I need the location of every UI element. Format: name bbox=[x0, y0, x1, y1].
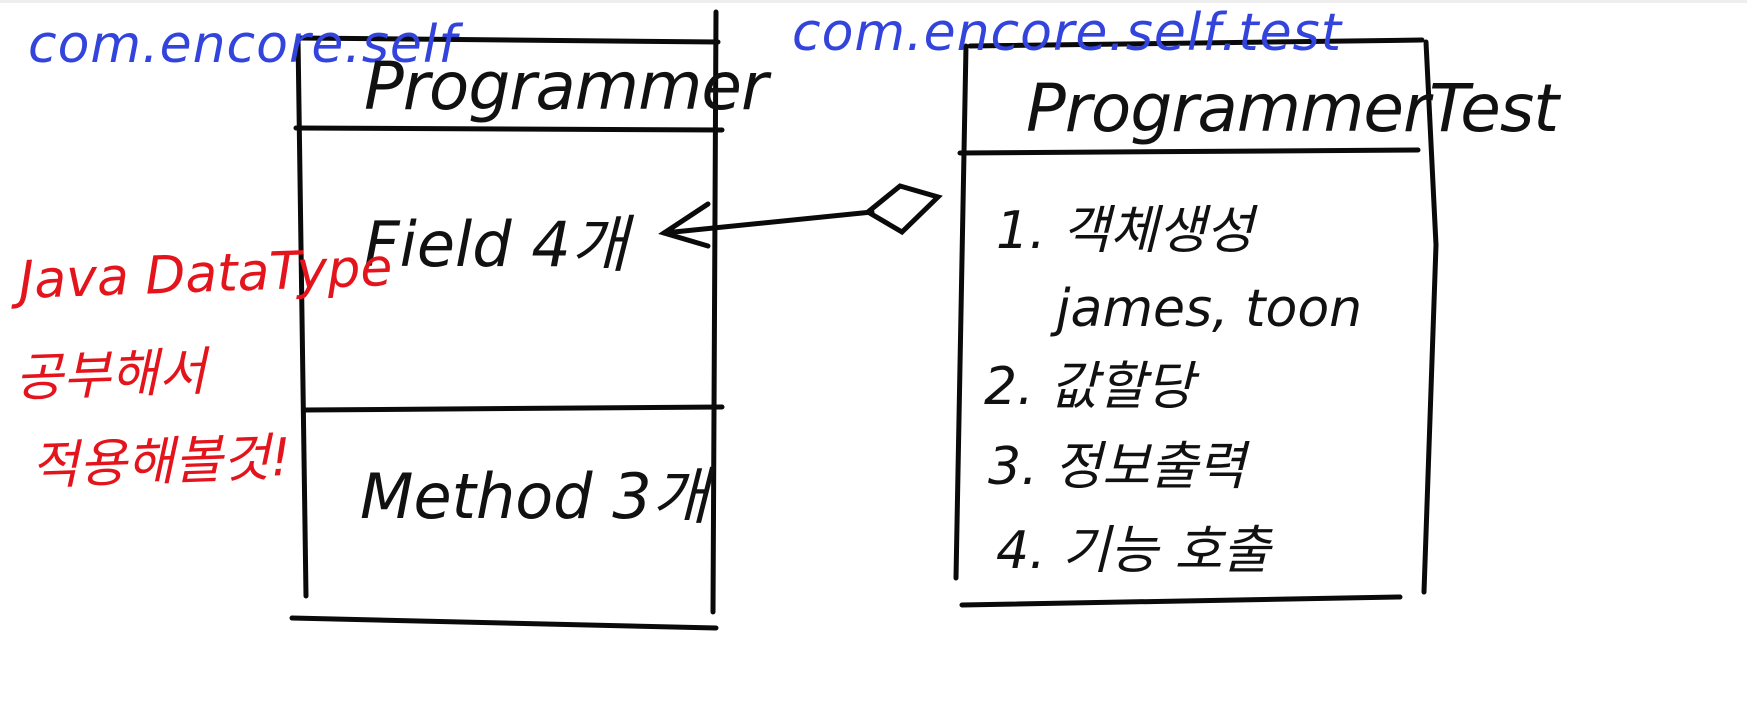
test-title-divider bbox=[957, 147, 1421, 156]
programmer-field-method-divider bbox=[301, 404, 725, 413]
programmer-class-box bbox=[289, 9, 725, 631]
test-box-right-edge bbox=[1421, 39, 1439, 595]
test-step-1: 1. 객체생성 bbox=[996, 201, 1254, 261]
aggregation-diamond bbox=[863, 183, 943, 236]
side-note-line-1: Java DataType bbox=[17, 237, 394, 311]
programmer-test-class-name: ProgrammerTest bbox=[1026, 70, 1559, 147]
arrow-shaft bbox=[661, 209, 875, 236]
programmer-box-top-edge bbox=[295, 35, 721, 45]
programmer-class-name: Programmer bbox=[364, 48, 768, 125]
test-box-bottom-edge bbox=[959, 594, 1403, 608]
top-edge-line bbox=[0, 0, 1747, 3]
test-step-4: 4. 기능 호출 bbox=[996, 521, 1271, 581]
test-step-1-detail: james, toon bbox=[1056, 279, 1363, 339]
test-box-left-edge bbox=[953, 43, 969, 581]
arrow-head bbox=[658, 201, 711, 249]
association-arrow bbox=[658, 183, 943, 249]
programmer-box-bottom-edge bbox=[289, 615, 719, 631]
programmer-box-left-edge bbox=[295, 35, 309, 599]
test-step-2: 2. 값할당 bbox=[984, 357, 1194, 417]
test-step-3: 3. 정보출력 bbox=[988, 437, 1246, 497]
side-note-line-2: 공부해서 bbox=[13, 342, 208, 409]
left-package-label: com.encore.self bbox=[28, 15, 458, 75]
programmer-title-divider bbox=[293, 125, 725, 133]
test-box-top-edge bbox=[967, 37, 1425, 49]
programmer-box-right-edge bbox=[710, 9, 719, 615]
right-package-label: com.encore.self.test bbox=[792, 3, 1343, 63]
side-note-line-3: 적용해볼것! bbox=[29, 427, 292, 497]
programmer-test-class-box bbox=[953, 37, 1439, 608]
programmer-field-section: Field 4개 bbox=[364, 208, 628, 281]
programmer-method-section: Method 3개 bbox=[360, 460, 709, 533]
